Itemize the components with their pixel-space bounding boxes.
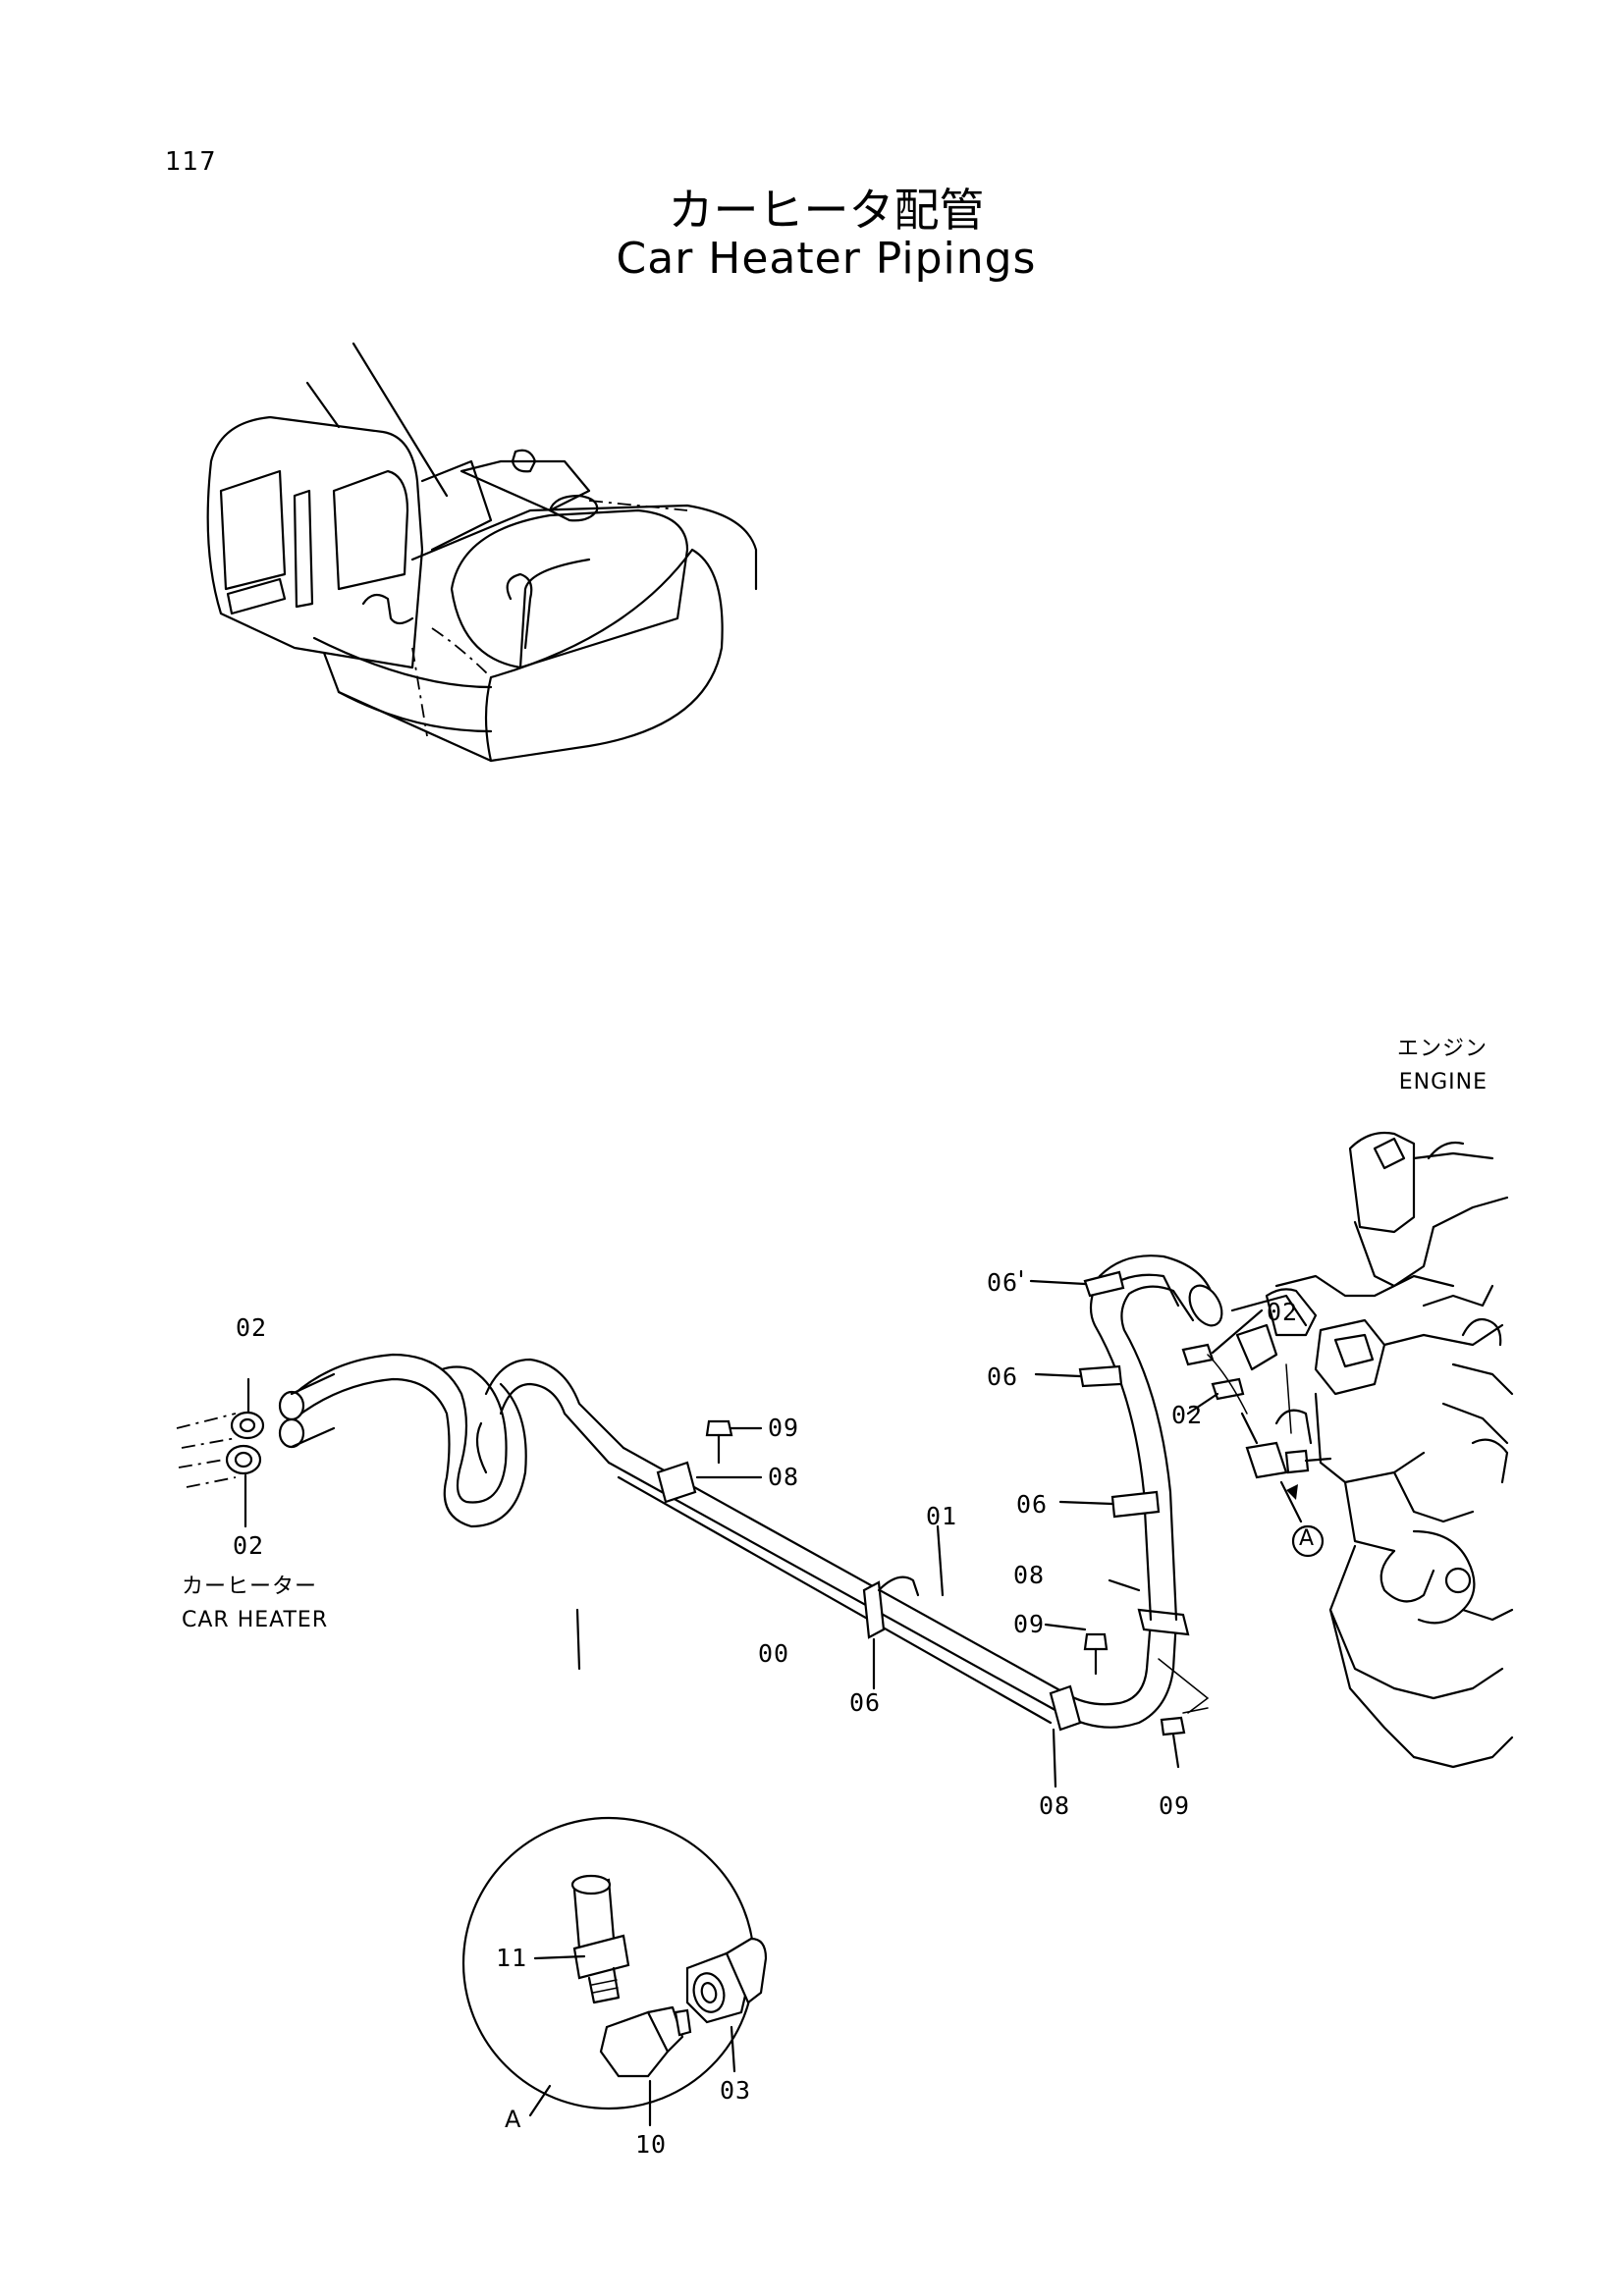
callout-09-bottom: 09 [1013, 1610, 1046, 1638]
heater-pipe-assembly [176, 1255, 1332, 1789]
engine-illustration [1230, 1131, 1514, 1769]
callout-02-right-2: 02 [1171, 1401, 1204, 1429]
callout-09-right: 09 [1159, 1791, 1191, 1820]
page-title-jp: カーヒータ配管 [668, 184, 985, 237]
car-heater-label-jp: カーヒーター [182, 1575, 318, 1599]
page-number: 117 [165, 147, 217, 177]
callout-08-bottom: 08 [1039, 1791, 1071, 1820]
detail-a-label: A [505, 2106, 522, 2133]
engine-label: エンジン ENGINE [1355, 1033, 1488, 1099]
callout-leaders [575, 1269, 1023, 1690]
callout-08-right: 08 [1013, 1561, 1046, 1589]
callout-09-middle: 09 [768, 1414, 800, 1442]
callout-01: 01 [926, 1502, 958, 1530]
excavator-overview-illustration [206, 342, 758, 763]
callout-06-right-3: 06 [1016, 1490, 1049, 1519]
callout-06-right-2: 06 [987, 1362, 1019, 1391]
engine-label-jp: エンジン [1396, 1037, 1488, 1061]
callout-11: 11 [496, 1944, 528, 1972]
car-heater-label: カーヒーター CAR HEATER [182, 1571, 328, 1637]
detail-a-illustration [461, 1816, 768, 2127]
car-heater-label-en: CAR HEATER [182, 1608, 329, 1632]
callout-02-right-1: 02 [1267, 1298, 1299, 1326]
callout-02-top-left: 02 [236, 1313, 268, 1342]
callout-00: 00 [758, 1639, 790, 1668]
callout-10: 10 [635, 2130, 668, 2159]
marker-a: A [1299, 1526, 1316, 1551]
callout-02-bottom-left: 02 [233, 1531, 265, 1560]
callout-08-middle: 08 [768, 1463, 800, 1491]
page-title-en: Car Heater Pipings [616, 234, 1037, 284]
callout-06-right-1: 06 [987, 1268, 1019, 1297]
callout-03: 03 [720, 2076, 752, 2105]
engine-label-en: ENGINE [1398, 1070, 1488, 1095]
callout-06-bottom: 06 [849, 1688, 882, 1717]
